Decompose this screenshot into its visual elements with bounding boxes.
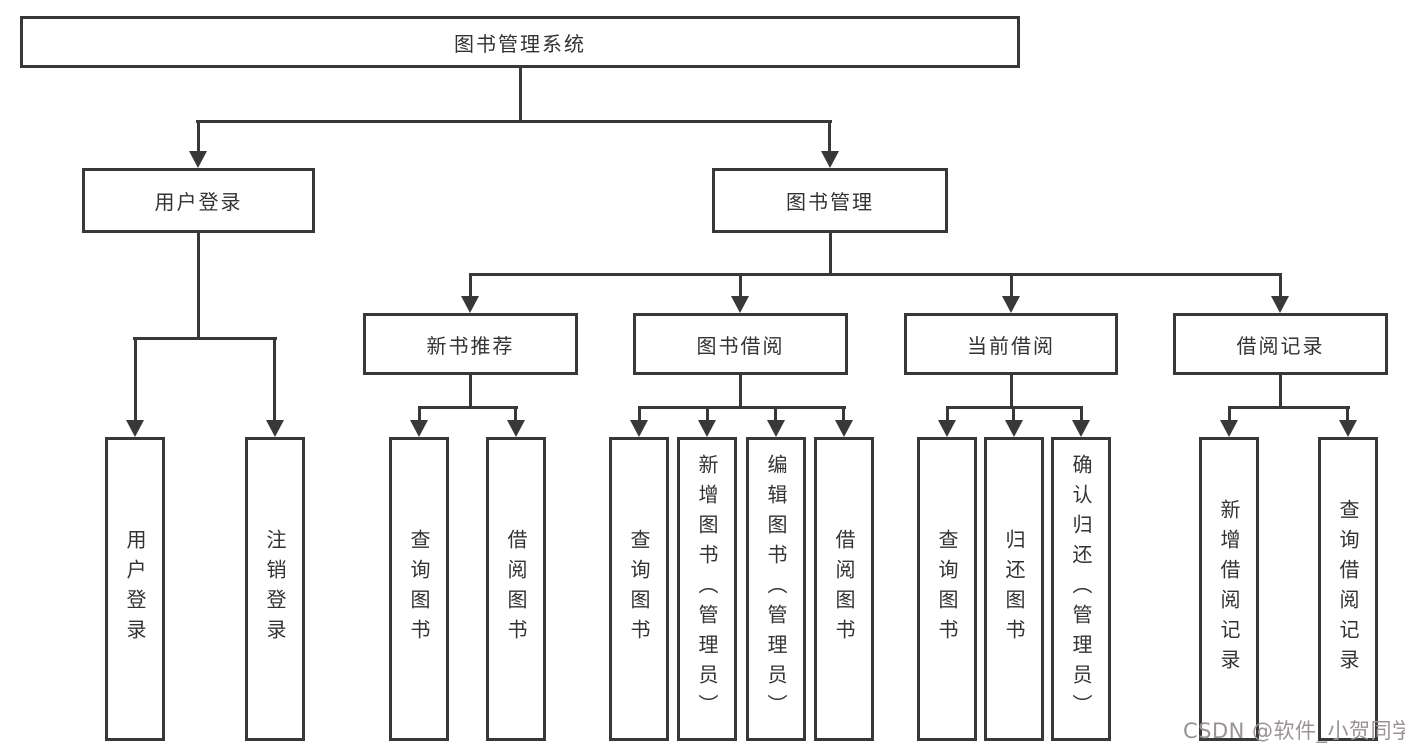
- arrowhead: [1005, 420, 1023, 437]
- leaf-current-return-books: 归还图书: [984, 437, 1044, 741]
- connector-drop: [706, 406, 709, 421]
- connector-borrow-stem: [739, 375, 742, 409]
- connector-drop-logout: [273, 337, 276, 421]
- node-root-label: 图书管理系统: [454, 31, 586, 56]
- connector-borrow-bus: [638, 406, 846, 409]
- arrowhead: [821, 151, 839, 168]
- connector-drop: [1228, 406, 1231, 421]
- leaf-borrow-query-books: 查询图书: [609, 437, 669, 741]
- connector-level3-bus: [469, 273, 1282, 276]
- connector-drop-borrow: [739, 273, 742, 297]
- leaf-add-borrow-record: 新增借阅记录: [1199, 437, 1259, 741]
- node-root: 图书管理系统: [20, 16, 1020, 68]
- connector-drop-records: [1279, 273, 1282, 297]
- connector-drop: [1080, 406, 1083, 421]
- arrowhead: [938, 420, 956, 437]
- leaf-borrow-add-books-admin: 新增图书（管理员）: [677, 437, 737, 741]
- arrowhead: [767, 420, 785, 437]
- arrowhead: [189, 151, 207, 168]
- leaf-logout: 注销登录: [245, 437, 305, 741]
- connector-drop-user-login: [197, 120, 200, 152]
- leaf-current-confirm-return-admin: 确认归还（管理员）: [1051, 437, 1111, 741]
- leaf-query-borrow-record: 查询借阅记录: [1318, 437, 1378, 741]
- connector-root-stem: [519, 68, 522, 123]
- connector-drop: [638, 406, 641, 421]
- arrowhead: [1220, 420, 1238, 437]
- arrowhead: [1271, 296, 1289, 313]
- connector-records-stem: [1279, 375, 1282, 409]
- arrowhead: [1339, 420, 1357, 437]
- node-borrow-records: 借阅记录: [1173, 313, 1388, 375]
- node-current-borrow-label: 当前借阅: [967, 333, 1055, 358]
- connector-drop: [1346, 406, 1349, 421]
- arrowhead: [731, 296, 749, 313]
- connector-drop-book-management: [828, 120, 831, 152]
- node-new-book-recommend-label: 新书推荐: [426, 333, 515, 358]
- connector-drop: [1012, 406, 1015, 421]
- csdn-watermark: CSDN @软件_小贺同学: [1183, 719, 1405, 743]
- connector-drop: [774, 406, 777, 421]
- node-user-login-label: 用户登录: [154, 190, 243, 214]
- arrowhead: [698, 420, 716, 437]
- leaf-borrow-edit-books-admin: 编辑图书（管理员）: [746, 437, 806, 741]
- connector-drop-current: [1010, 273, 1013, 297]
- arrowhead: [1072, 420, 1090, 437]
- arrowhead: [266, 420, 284, 437]
- arrowhead: [835, 420, 853, 437]
- node-book-management-label: 图书管理: [786, 190, 874, 214]
- arrowhead: [507, 420, 525, 437]
- arrowhead: [126, 420, 144, 437]
- connector-drop: [418, 406, 421, 421]
- leaf-recommend-borrow-books: 借阅图书: [486, 437, 546, 741]
- node-current-borrow: 当前借阅: [904, 313, 1118, 375]
- leaf-recommend-query-books: 查询图书: [389, 437, 449, 741]
- leaf-user-login: 用户登录: [105, 437, 165, 741]
- connector-login-stem: [197, 233, 200, 340]
- node-book-borrow-label: 图书借阅: [696, 333, 785, 358]
- leaf-current-query-books: 查询图书: [917, 437, 977, 741]
- arrowhead: [1002, 296, 1020, 313]
- node-new-book-recommend: 新书推荐: [363, 313, 578, 375]
- connector-root-bus: [196, 120, 832, 123]
- leaf-borrow-borrow-books: 借阅图书: [814, 437, 874, 741]
- node-borrow-records-label: 借阅记录: [1236, 333, 1325, 358]
- connector-drop-recommend: [469, 273, 472, 297]
- connector-recommend-bus: [418, 406, 518, 409]
- connector-current-stem: [1010, 375, 1013, 409]
- arrowhead: [410, 420, 428, 437]
- connector-login-bus: [133, 337, 277, 340]
- connector-recommend-stem: [469, 375, 472, 409]
- connector-drop-login: [134, 337, 137, 421]
- connector-drop: [946, 406, 949, 421]
- arrowhead: [461, 296, 479, 313]
- connector-drop: [842, 406, 845, 421]
- node-book-borrow: 图书借阅: [633, 313, 848, 375]
- connector-drop: [514, 406, 517, 421]
- arrowhead: [630, 420, 648, 437]
- node-user-login: 用户登录: [82, 168, 315, 233]
- node-book-management: 图书管理: [712, 168, 948, 233]
- connector-mgmt-stem: [829, 233, 832, 276]
- connector-records-bus: [1228, 406, 1350, 409]
